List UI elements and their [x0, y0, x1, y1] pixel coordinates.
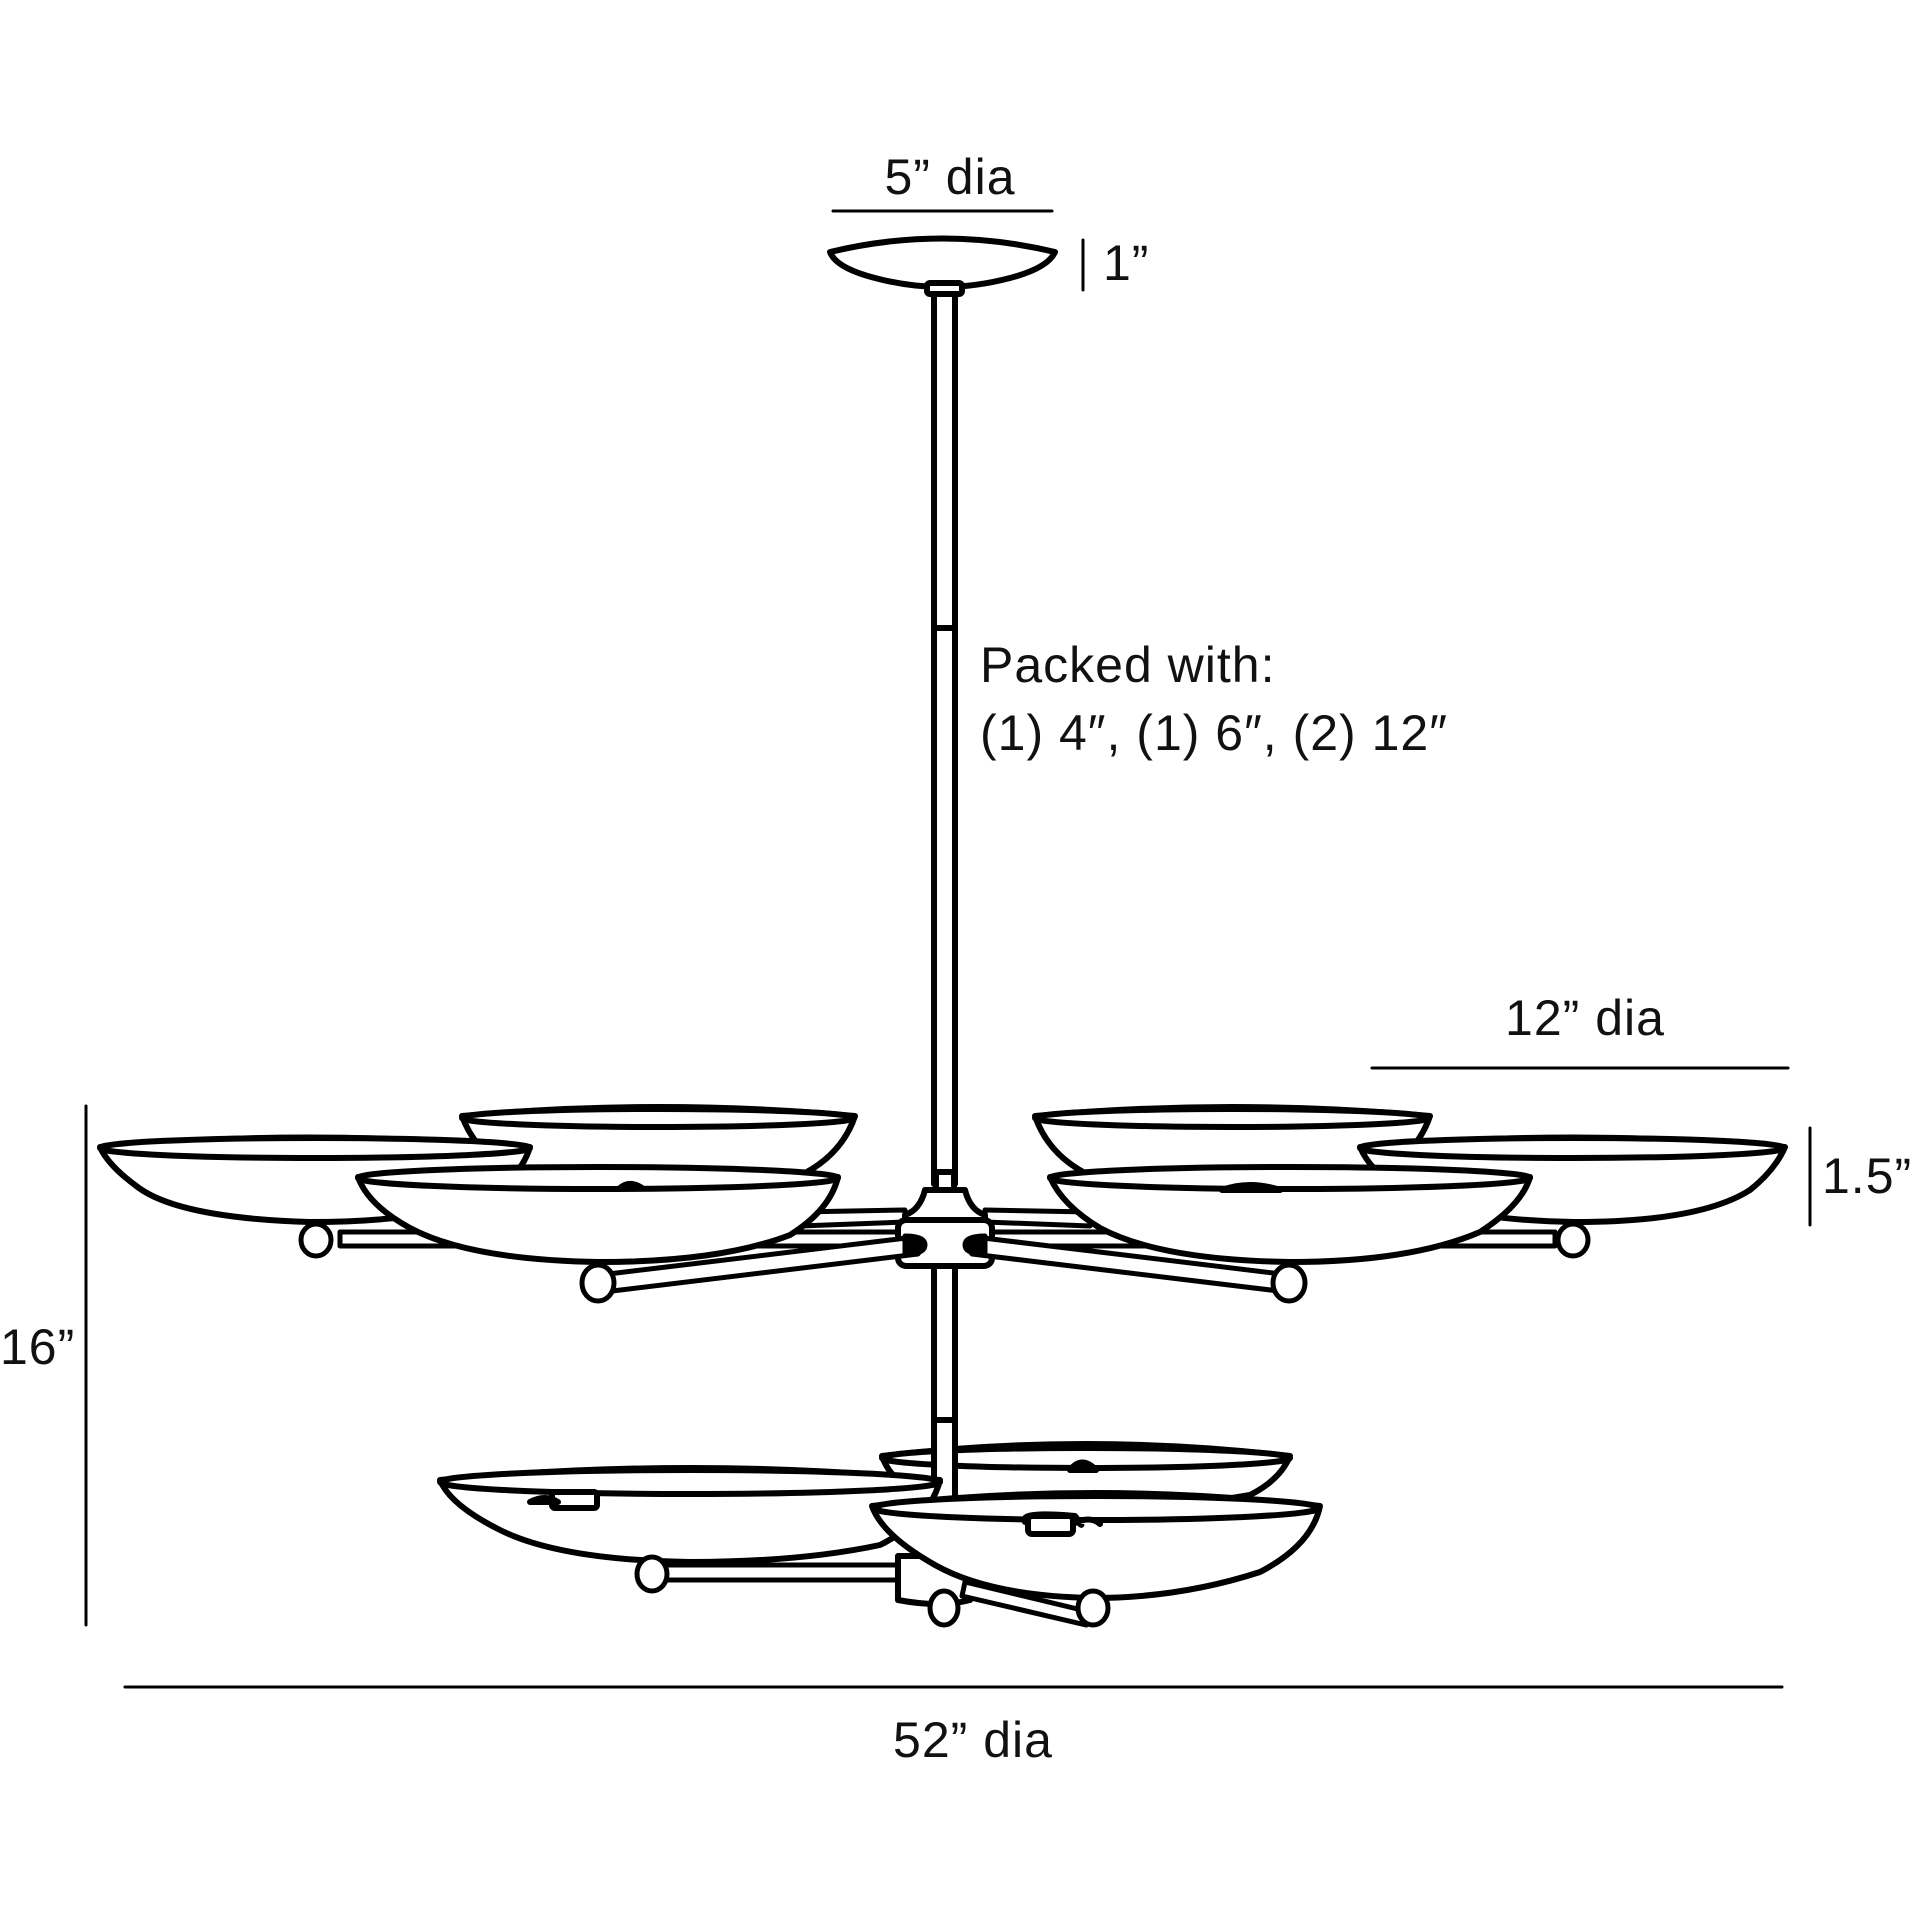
dimension-lines [84, 209, 1812, 1689]
arm-knobs-back [298, 1221, 1591, 1259]
shade-lower-left [437, 1465, 943, 1565]
shade-height-label: 1.5” [1822, 1148, 1912, 1204]
shade-diameter-label: 12” dia [1505, 990, 1665, 1046]
shade-upper-front-right [1047, 1164, 1533, 1265]
arm-knobs-front [579, 1262, 1308, 1304]
canopy [827, 235, 1058, 297]
knobs-lower [927, 1588, 1111, 1628]
overall-diameter-label: 52” dia [893, 1712, 1053, 1768]
packed-with-heading: Packed with: [980, 637, 1276, 693]
shade-lower-front [869, 1490, 1323, 1601]
stem-upper [931, 291, 958, 1187]
knob-lower-left [634, 1554, 670, 1594]
hub-sockets [902, 1233, 988, 1257]
shade-upper-front-left [355, 1164, 841, 1265]
canopy-diameter-label: 5” dia [884, 149, 1016, 205]
canopy-height-label: 1” [1103, 235, 1150, 291]
fixture-height-label: 16” [0, 1319, 76, 1375]
arm-lower-left [655, 1562, 903, 1583]
packed-with-contents: (1) 4″, (1) 6″, (2) 12″ [980, 705, 1448, 761]
